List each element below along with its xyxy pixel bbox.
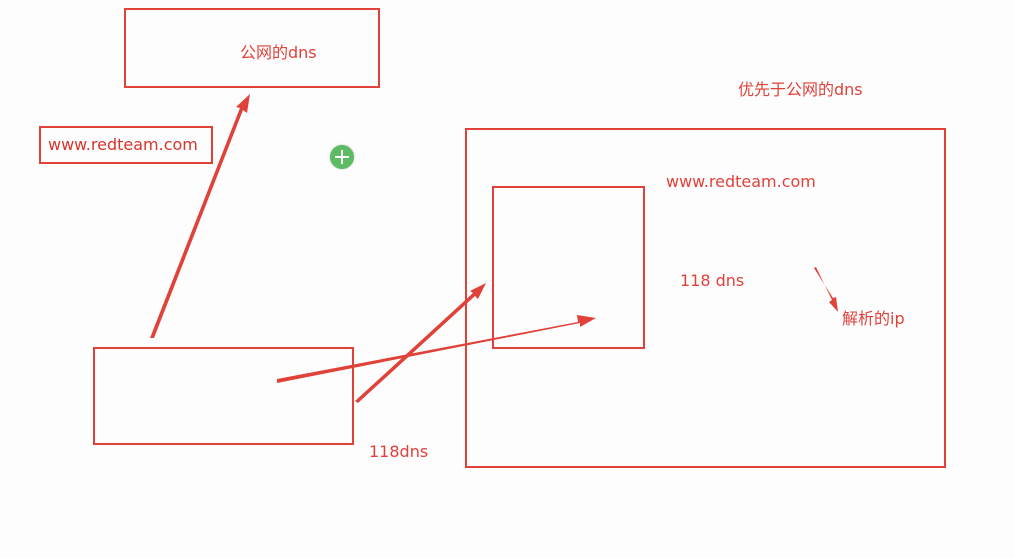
arrow-client-edge-to-inner-dns	[355, 283, 486, 403]
client-box	[93, 347, 354, 445]
arrow-to-resolved-ip	[814, 267, 838, 312]
public-dns-box	[124, 8, 380, 88]
inner-dns-box	[492, 186, 645, 349]
move-cursor-icon	[330, 145, 354, 169]
inner-domain-label: www.redteam.com	[666, 172, 816, 191]
bottom-dns-label: 118dns	[369, 442, 429, 461]
public-dns-label: 公网的dns	[240, 43, 317, 62]
domain-tag-label: www.redteam.com	[48, 135, 198, 154]
domain-tag-box	[39, 126, 213, 164]
arrow-client-to-inner-dns	[277, 315, 596, 383]
inner-dns-label: 118 dns	[680, 271, 745, 290]
resolved-ip-label: 解析的ip	[842, 309, 905, 328]
priority-note: 优先于公网的dns	[738, 80, 863, 99]
local-network-box	[465, 128, 946, 468]
arrow-client-to-public-dns	[150, 94, 250, 338]
